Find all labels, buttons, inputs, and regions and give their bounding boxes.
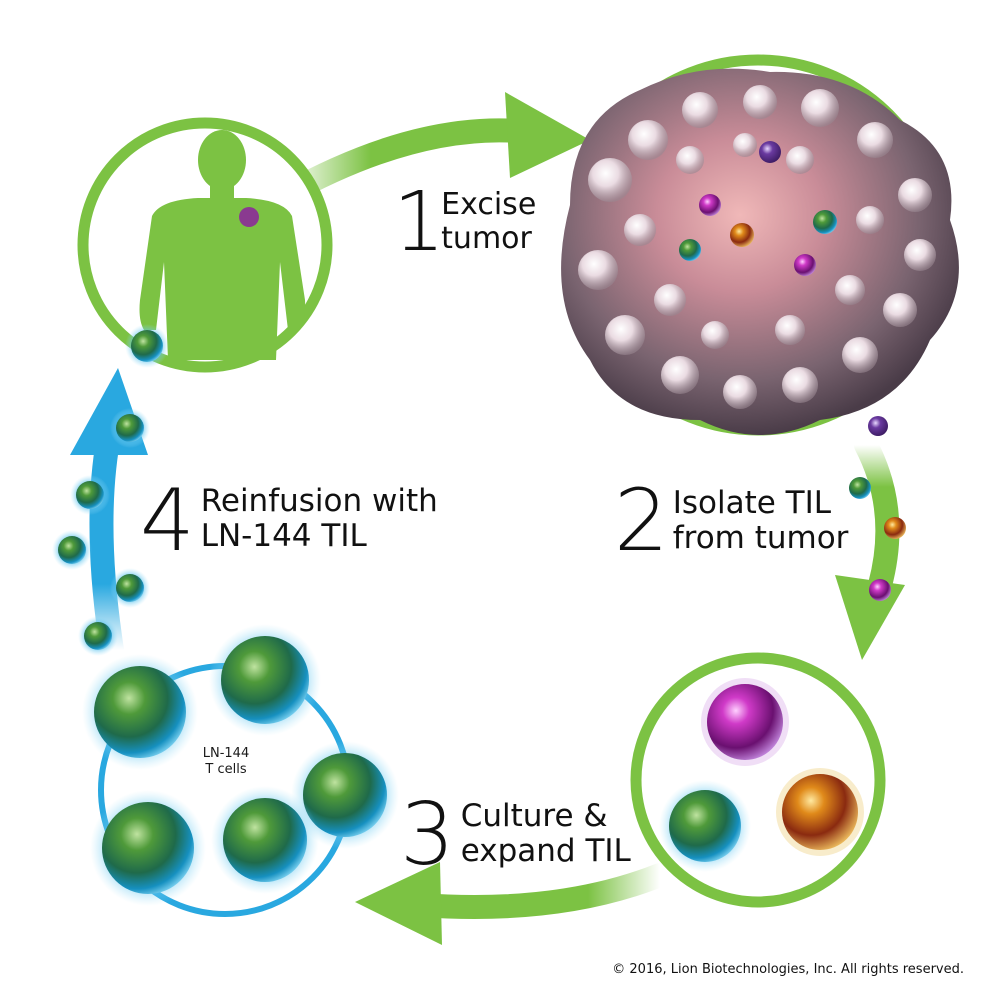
step-text: Reinfusion with LN-144 TIL — [201, 484, 438, 553]
tumor-til-cells — [679, 141, 837, 276]
step-text-line: expand TIL — [460, 832, 631, 869]
step-text-line: tumor — [441, 220, 532, 256]
step-number: 4 — [140, 471, 195, 571]
patient-panel — [77, 117, 333, 373]
tcells-label: LN-144 T cells — [196, 746, 256, 777]
tumor-bumps — [578, 85, 936, 409]
blue-green-cell — [669, 790, 741, 862]
tumor-panel — [561, 54, 959, 436]
tumor-spot-icon — [239, 207, 259, 227]
step-number: 1 — [393, 175, 445, 270]
step-text: Culture & expand TIL — [461, 799, 631, 868]
isolated-til-cells — [849, 416, 906, 601]
step-text: Excise tumor — [441, 188, 536, 255]
step-text-line: Reinfusion with — [200, 483, 438, 519]
arrow-patient-to-tumor — [273, 92, 590, 207]
step-number: 3 — [400, 785, 455, 885]
tumor-mass — [561, 68, 959, 436]
step-text-line: LN-144 TIL — [200, 517, 367, 554]
culture-panel — [630, 652, 886, 908]
step-text: Isolate TIL from tumor — [673, 486, 849, 555]
tcells-label-line: LN-144 — [202, 746, 250, 761]
tcells-label-line: T cells — [205, 761, 247, 777]
gold-cell — [782, 774, 858, 850]
arrow-isolate-to-expand — [355, 862, 672, 945]
step-text-line: Culture & — [460, 798, 608, 834]
step-1-label: 1 Excise tumor — [393, 182, 536, 264]
patient-silhouette-icon — [139, 130, 306, 360]
step-text-line: Isolate TIL — [672, 485, 832, 521]
large-tcells — [82, 624, 399, 906]
step-3-label: 3 Culture & expand TIL — [400, 792, 631, 878]
magenta-cell — [707, 684, 783, 760]
copyright-notice: © 2016, Lion Biotechnologies, Inc. All r… — [612, 962, 964, 977]
step-number: 2 — [614, 471, 669, 571]
reinfused-tcells — [52, 324, 169, 656]
step-text-line: from tumor — [672, 519, 849, 556]
expanded-tcells-panel — [82, 624, 399, 917]
step-2-label: 2 Isolate TIL from tumor — [614, 478, 848, 564]
step-text-line: Excise — [441, 187, 537, 222]
step-4-label: 4 Reinfusion with LN-144 TIL — [140, 478, 438, 564]
